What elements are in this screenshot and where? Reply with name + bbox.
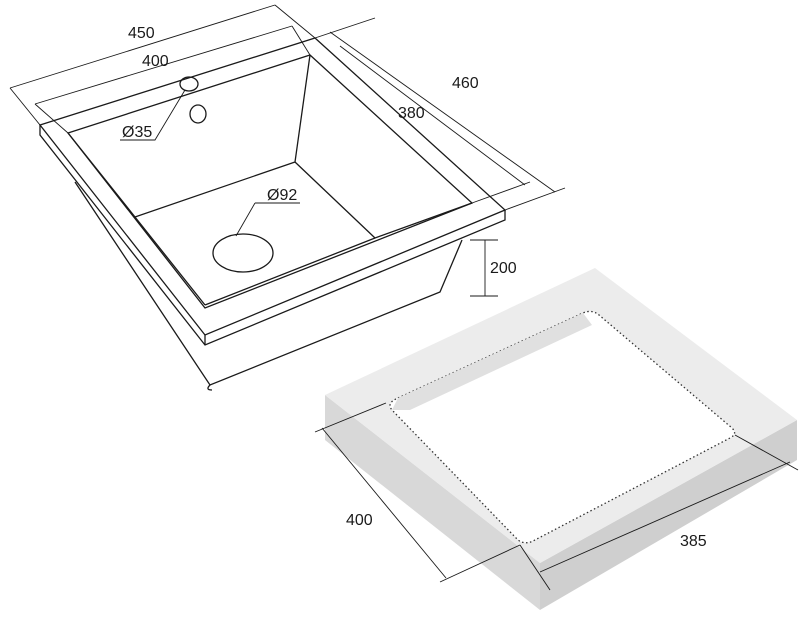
- countertop-slab: [325, 268, 797, 610]
- dim-cutout-385: 385: [680, 533, 707, 550]
- label-faucet-diameter: Ø35: [122, 124, 152, 141]
- label-drain-diameter: Ø92: [267, 187, 297, 204]
- dimension-lines: [9, 4, 566, 297]
- dim-450: 450: [128, 25, 155, 42]
- dim-460: 460: [452, 75, 479, 92]
- faucet-hole: [179, 76, 199, 92]
- drain-hole: [212, 233, 274, 273]
- cutout-dimension-lines: [314, 402, 799, 591]
- sink-body: [38, 37, 507, 391]
- dim-400: 400: [142, 53, 169, 70]
- dim-380: 380: [398, 105, 425, 122]
- overflow-hole: [189, 104, 207, 124]
- dim-cutout-400: 400: [346, 512, 373, 529]
- dim-200: 200: [490, 260, 517, 277]
